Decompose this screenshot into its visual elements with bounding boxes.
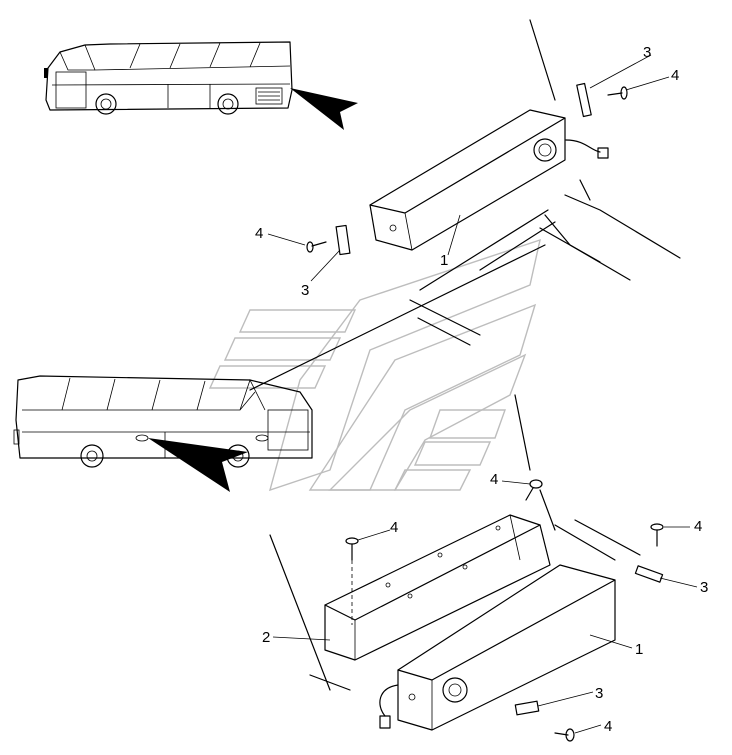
mounting-bracket <box>324 514 551 661</box>
right-clip <box>634 565 664 583</box>
top-clip-label: 3 <box>643 44 651 61</box>
leader-lines <box>267 54 698 734</box>
bottom-speaker-box <box>379 564 616 731</box>
bracket-screw-label: 4 <box>390 519 398 536</box>
structure-lines <box>249 19 681 691</box>
right-clip-label: 3 <box>700 579 708 596</box>
top-screw-label: 4 <box>671 67 679 84</box>
top-speaker-box <box>369 109 609 251</box>
left-clip-label: 3 <box>301 282 309 299</box>
bottom-screw-label: 4 <box>604 718 612 735</box>
bottom-box-label: 1 <box>635 641 643 658</box>
bottom-clip-label: 3 <box>595 685 603 702</box>
top-box-label: 1 <box>440 252 448 269</box>
right-screw-label: 4 <box>694 518 702 535</box>
bottom-clip <box>514 700 540 716</box>
bottom-bus-illustration <box>13 375 313 468</box>
top-bus-illustration <box>44 41 293 115</box>
left-screw <box>306 241 327 253</box>
right-screw <box>650 523 664 547</box>
top-bus-pointer-arrow <box>290 88 358 130</box>
bottom-bus-pointer-arrow <box>148 438 248 492</box>
watermark-logo <box>208 238 541 492</box>
mid-screw-label: 4 <box>490 471 498 488</box>
top-screw <box>607 86 628 100</box>
left-screw-label: 4 <box>255 225 263 242</box>
bottom-screw <box>554 728 575 742</box>
top-clip <box>576 82 592 118</box>
bracket-screw <box>345 537 359 625</box>
left-clip <box>335 224 351 256</box>
bracket-label: 2 <box>262 629 270 646</box>
